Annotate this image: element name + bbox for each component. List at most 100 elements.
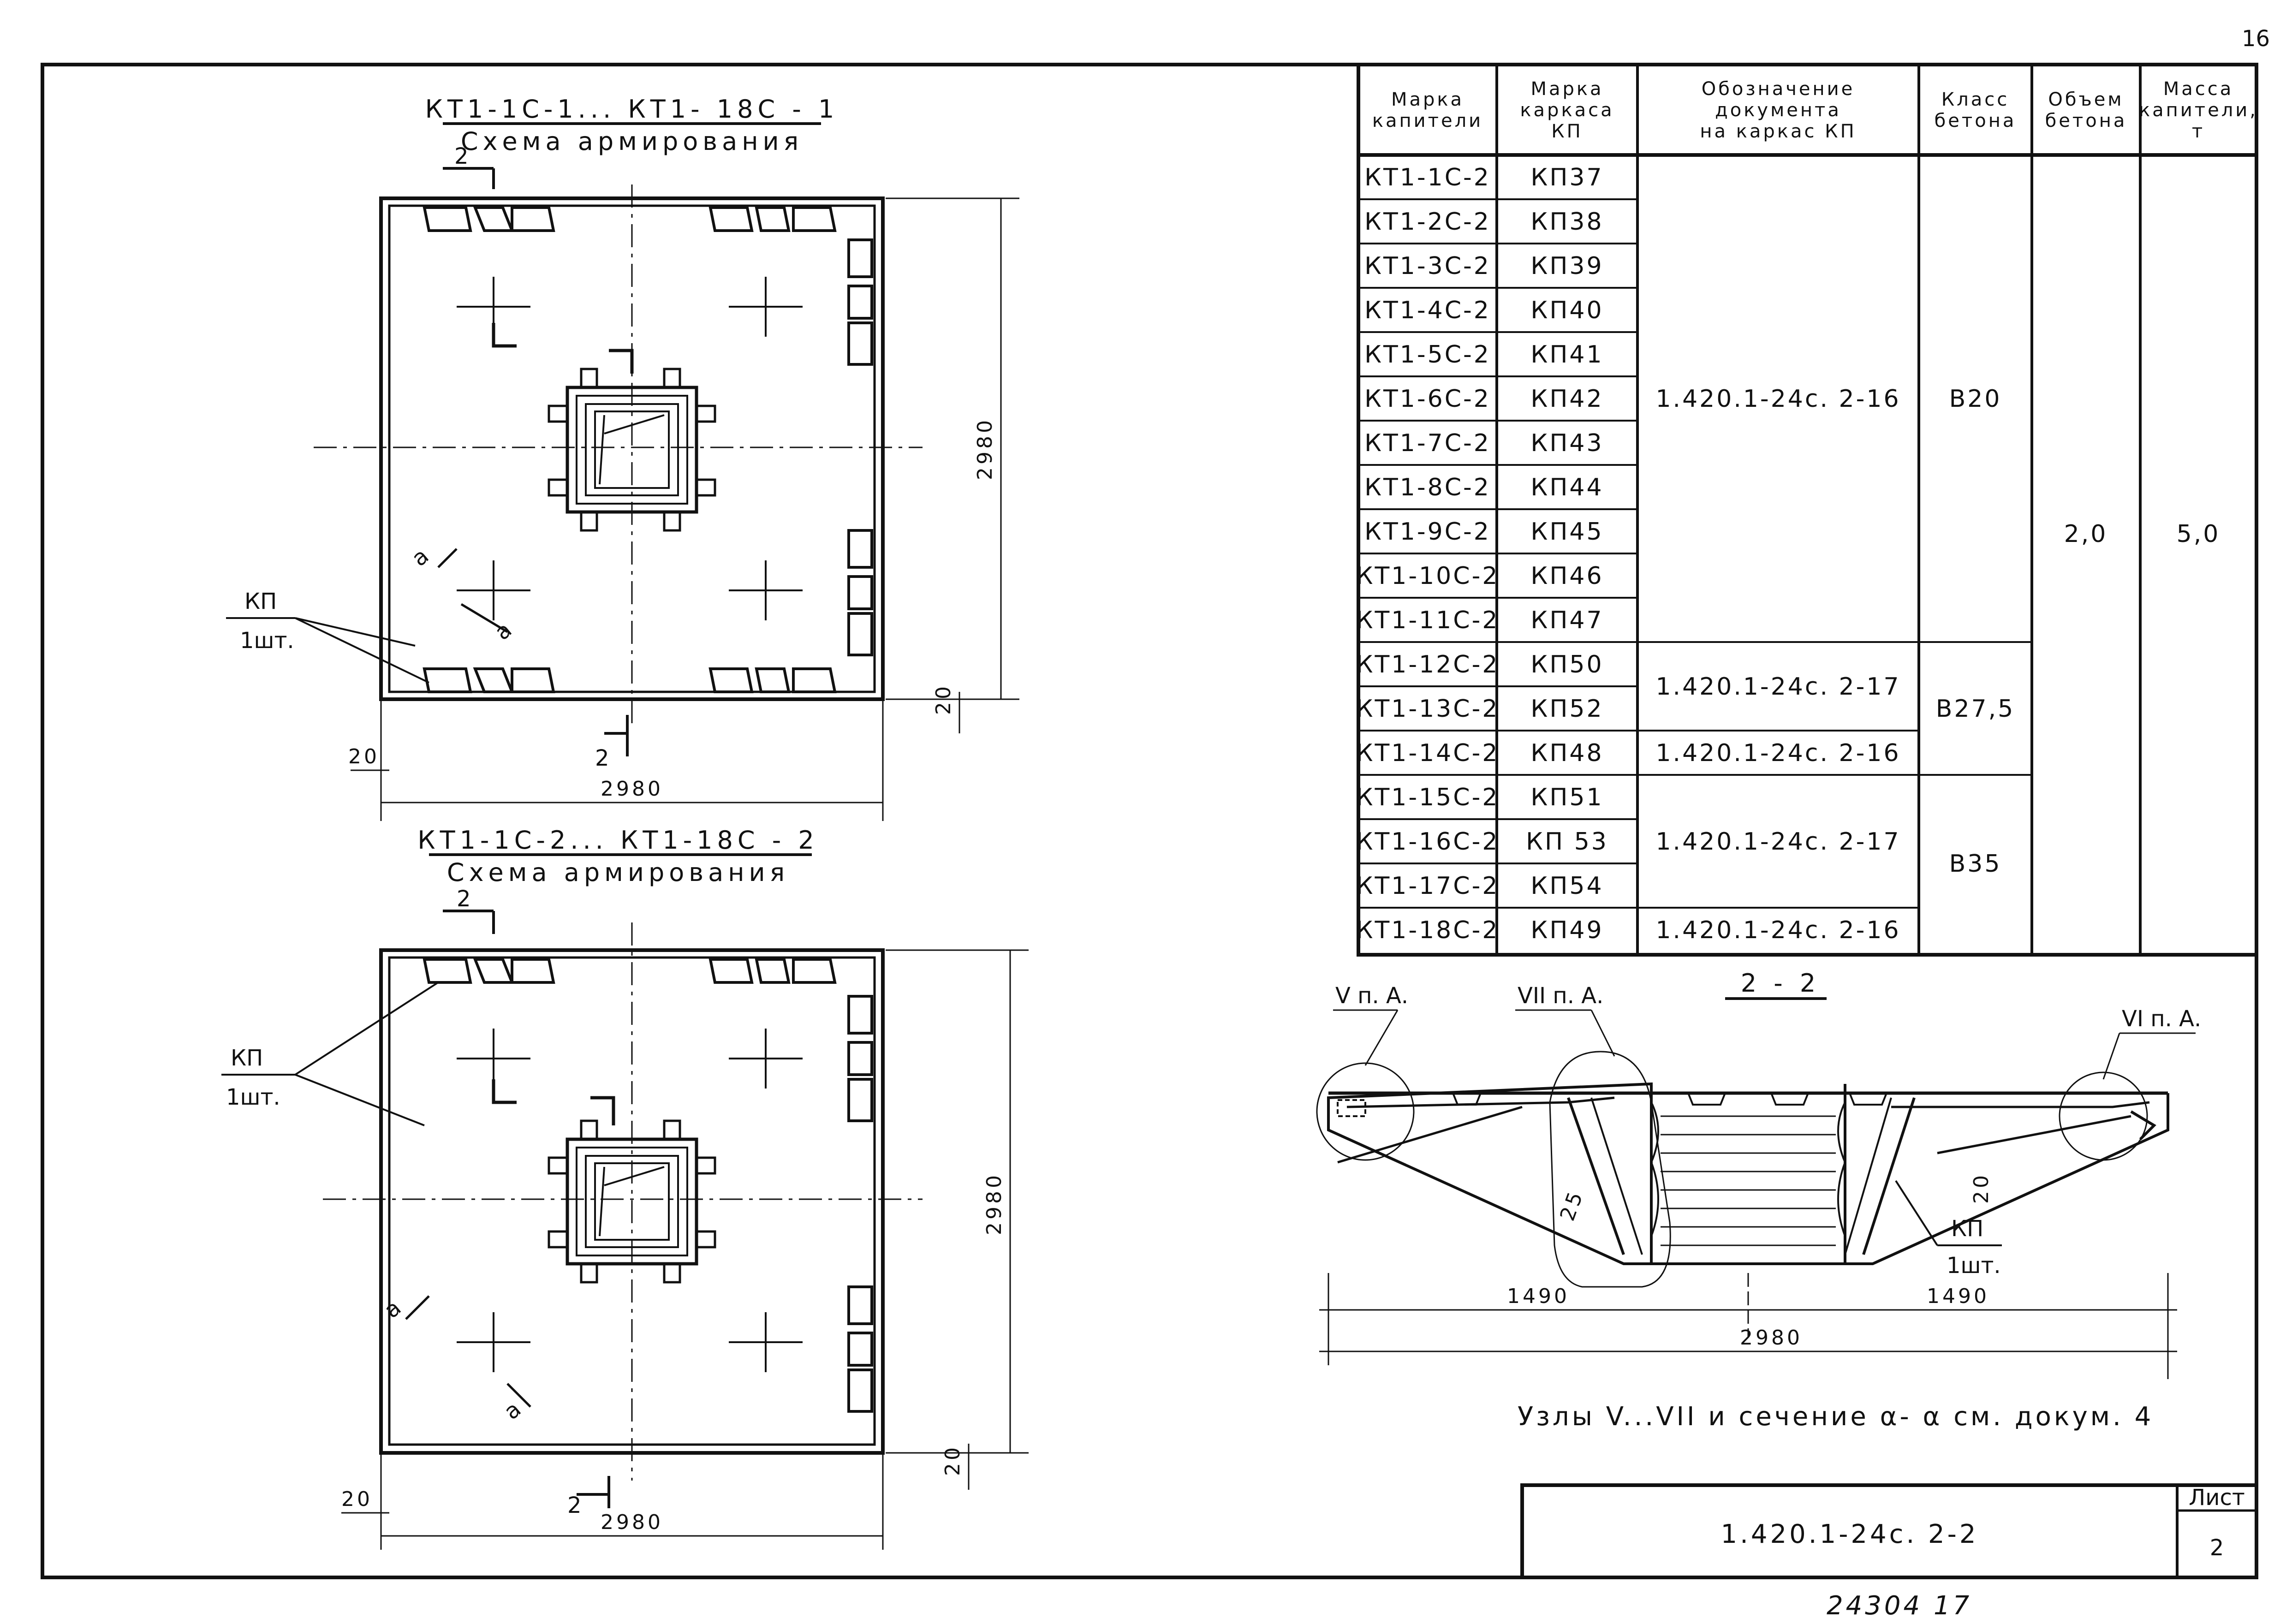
sheet-label: Лист — [2189, 1485, 2245, 1511]
sheet-number: 2 — [2210, 1535, 2224, 1561]
table-cell-doc: 1.420.1-24с. 2-17 — [1655, 828, 1900, 856]
bottom-dim-height: 2980 — [982, 1172, 1006, 1235]
table-header-cell: бетона — [2045, 110, 2127, 131]
table-cell-mark: КТ1-12С-2 — [1356, 651, 1500, 678]
section-dim-left: 1490 — [1507, 1285, 1570, 1308]
table-cell-kp: КП49 — [1530, 916, 1603, 944]
svg-text:2: 2 — [454, 143, 469, 169]
table-cell-mark: КТ1-9С-2 — [1364, 518, 1491, 546]
svg-text:20: 20 — [1970, 1172, 1993, 1204]
page-number: 16 — [2242, 26, 2270, 52]
svg-text:2: 2 — [457, 886, 471, 912]
svg-text:20: 20 — [941, 1445, 964, 1476]
table-cell-kp: КП46 — [1530, 562, 1603, 590]
table-header-cell: бетона — [1935, 110, 2017, 131]
table-cell-class: В27,5 — [1936, 695, 2015, 723]
node-vii-label: VII п. А. — [1518, 983, 1603, 1009]
table-cell-mark: КТ1-13С-2 — [1356, 695, 1500, 723]
table-cell-mark: КТ1-7С-2 — [1364, 429, 1491, 457]
table-cell-mark: КТ1-4С-2 — [1364, 297, 1491, 324]
table-cell-doc: 1.420.1-24с. 2-16 — [1655, 385, 1900, 413]
section-callout-qty: 1шт. — [1947, 1253, 2001, 1279]
table-cell-mark: КТ1-5С-2 — [1364, 341, 1491, 369]
table-groups: 1.420.1-24с. 2-16 1.420.1-24с. 2-17 1.420.… — [1637, 385, 2032, 944]
table-cell-kp: КП42 — [1530, 385, 1603, 413]
table-cell-mark: КТ1-10С-2 — [1356, 562, 1500, 590]
svg-text:20: 20 — [348, 745, 380, 768]
table-cell-kp: КП44 — [1530, 474, 1603, 501]
svg-text:2: 2 — [595, 745, 609, 771]
table-cell-kp: КП47 — [1530, 607, 1603, 634]
svg-text:20: 20 — [341, 1487, 373, 1511]
table-header-cell: КП — [1551, 121, 1583, 142]
section-dim-right: 1490 — [1927, 1285, 1989, 1308]
table-cell-class: В35 — [1949, 850, 2002, 878]
svg-text:а: а — [499, 1396, 526, 1425]
table-header-cell: капители, — [2139, 100, 2258, 121]
top-callout-kp: КП — [244, 589, 277, 614]
svg-text:а: а — [490, 617, 517, 645]
table-cell-kp: КП48 — [1530, 739, 1603, 767]
bottom-plan-title: КТ1-1С-2... КТ1-18С - 2 — [417, 826, 818, 855]
title-block: 1.420.1-24с. 2-2 Лист 2 — [1520, 1483, 2258, 1579]
top-dim-width: 2980 — [601, 777, 663, 801]
bottom-plan-subtitle: Схема армирования — [447, 858, 789, 887]
specification-table: МаркакапителиМаркакаркасаКПОбозначениедо… — [1356, 63, 2258, 957]
table-cell-kp: КП45 — [1530, 518, 1603, 546]
table-header-cell: т — [2192, 121, 2205, 142]
table-cell-kp: КП38 — [1530, 208, 1603, 236]
table-header-cell: документа — [1715, 100, 1841, 121]
doc-code: 1.420.1-24с. 2-2 — [1720, 1519, 1978, 1549]
svg-text:а: а — [407, 543, 434, 571]
table-header-cell: Обозначение — [1702, 78, 1855, 100]
bottom-callout-qty: 1шт. — [226, 1084, 280, 1110]
table-cell-mark: КТ1-16С-2 — [1356, 828, 1500, 856]
svg-text:2: 2 — [567, 1493, 582, 1518]
table-header-cell: Объем — [2048, 89, 2124, 110]
archive-number: 24304 17 — [1827, 1591, 1972, 1621]
mass-value: 5,0 — [2177, 520, 2221, 548]
table-cell-kp: КП54 — [1530, 872, 1603, 900]
table-cell-mark: КТ1-8С-2 — [1364, 474, 1491, 501]
node-v-label: V п. А. — [1335, 983, 1408, 1009]
table-cell-mark: КТ1-2С-2 — [1364, 208, 1491, 236]
table-header-cell: капители — [1372, 110, 1483, 131]
table-header-cell: каркаса — [1520, 100, 1614, 121]
table-cell-kp: КП40 — [1530, 297, 1603, 324]
table-header: МаркакапителиМаркакаркасаКПОбозначениедо… — [1372, 78, 2258, 142]
top-dim-height: 2980 — [973, 417, 997, 480]
bottom-callout-kp: КП — [231, 1045, 263, 1071]
table-cell-mark: КТ1-6С-2 — [1364, 385, 1491, 413]
section-title: 2 - 2 — [1741, 969, 1821, 998]
table-header-cell: Класс — [1941, 89, 2009, 110]
table-cell-mark: КТ1-15С-2 — [1356, 784, 1500, 811]
top-plan: КТ1-1С-1... КТ1- 18С - 1 Схема армирован… — [226, 95, 1019, 821]
section-2-2: 2 - 2 V п. А. VII п. А. VI п. А. — [1316, 969, 2201, 1379]
table-cell-mark: КТ1-3С-2 — [1364, 252, 1491, 280]
section-callout-kp: КП — [1951, 1216, 1983, 1242]
table-header-cell: Марка — [1530, 78, 1603, 100]
bottom-plan: КТ1-1С-2... КТ1-18С - 2 Схема армировани… — [221, 826, 1029, 1550]
table-cell-kp: КП52 — [1530, 695, 1603, 723]
table-cell-doc: 1.420.1-24с. 2-16 — [1655, 739, 1900, 767]
bottom-dim-width: 2980 — [601, 1511, 663, 1534]
table-cell-kp: КП37 — [1530, 164, 1603, 191]
table-cell-doc: 1.420.1-24с. 2-16 — [1655, 916, 1900, 944]
table-cell-mark: КТ1-11С-2 — [1356, 607, 1500, 634]
table-cell-mark: КТ1-18С-2 — [1356, 916, 1500, 944]
top-plan-title: КТ1-1С-1... КТ1- 18С - 1 — [425, 95, 839, 124]
table-cell-kp: КП43 — [1530, 429, 1603, 457]
table-cell-mark: КТ1-17С-2 — [1356, 872, 1500, 900]
table-cell-class: В20 — [1949, 385, 2002, 413]
node-vi-label: VI п. А. — [2122, 1006, 2201, 1032]
table-cell-kp: КП 53 — [1526, 828, 1608, 856]
table-header-cell: на каркас КП — [1700, 121, 1856, 142]
table-cell-mark: КТ1-1С-2 — [1364, 164, 1491, 191]
svg-text:20: 20 — [932, 684, 955, 715]
table-cell-kp: КП39 — [1530, 252, 1603, 280]
svg-text:25: 25 — [1555, 1186, 1588, 1224]
nodes-note: Узлы V...VII и сечение α- α см. докум. 4 — [1518, 1402, 2154, 1432]
table-cell-kp: КП41 — [1530, 341, 1603, 369]
